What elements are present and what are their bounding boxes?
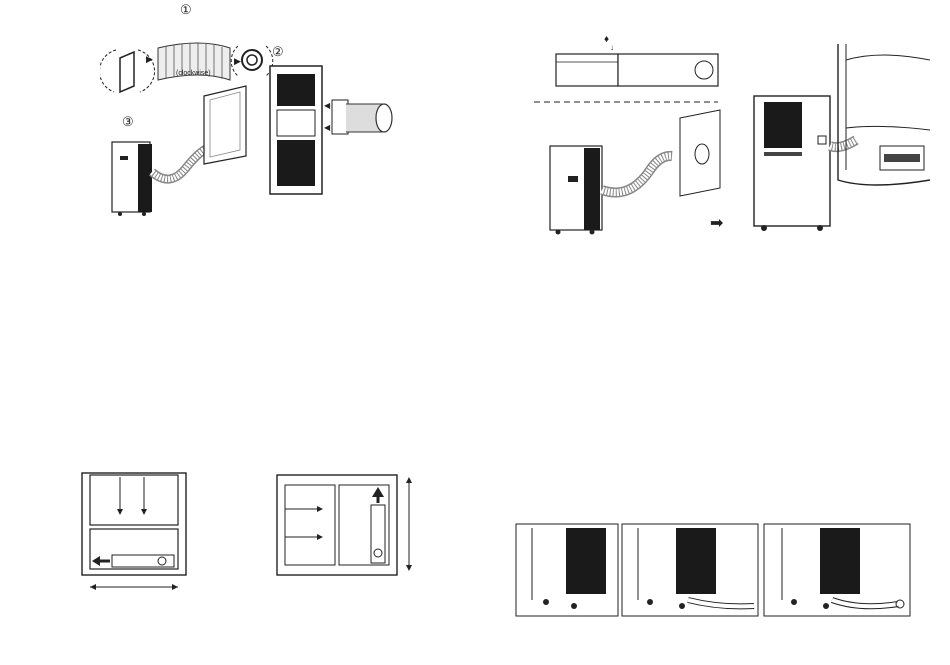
ac-unit-installed-icon — [754, 44, 930, 231]
svg-text:♦: ♦ — [604, 34, 609, 45]
drain-panel-1 — [516, 524, 618, 616]
figure-drain-sequence — [510, 520, 930, 620]
svg-text:↓: ↓ — [610, 43, 614, 52]
clockwise-label: (clockwise) — [176, 70, 211, 77]
figure-hose-through-wall: ♦ ↓ ➔ ➡ — [520, 0, 950, 240]
next-arrow-icon: ➡ — [710, 215, 723, 232]
step-2-marker: ② — [272, 44, 284, 59]
window-slider-panel-icon: ◀ ◀ — [270, 66, 392, 194]
portable-ac-wall-icon: ➔ — [550, 110, 720, 235]
figure-horizontal-window-install — [265, 465, 445, 585]
svg-text:◀: ◀ — [324, 101, 331, 110]
svg-text:◀: ◀ — [324, 123, 331, 132]
svg-text:▶: ▶ — [146, 54, 153, 64]
figure-vertical-window-install — [70, 465, 200, 605]
portable-ac-window-icon — [112, 86, 246, 216]
svg-text:▶: ▶ — [234, 56, 241, 66]
drain-panel-3 — [764, 524, 910, 616]
drain-panel-2 — [622, 524, 758, 616]
window-frame-bracket-icon: ♦ ↓ — [556, 34, 718, 86]
figure-hose-assembly: ① ▶ ▶ (clockwise) ② ◀ ◀ ③ — [100, 0, 440, 230]
step-1-marker: ① — [180, 2, 192, 17]
step-3-marker: ③ — [122, 114, 134, 129]
